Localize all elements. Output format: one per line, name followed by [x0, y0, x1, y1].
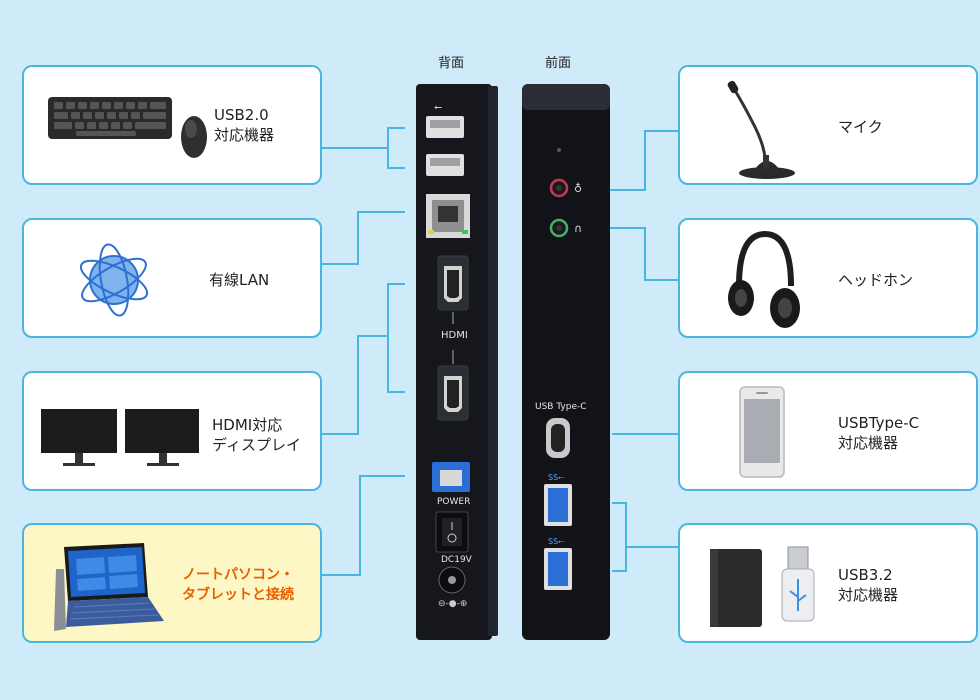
svg-text:SS⭠: SS⭠ [548, 473, 565, 482]
keyboard-mouse-icon [48, 97, 207, 158]
front-heading: 前面 [545, 56, 572, 71]
microphone-icon [727, 80, 795, 179]
svg-text:♁: ♁ [574, 182, 582, 195]
back-heading: 背面 [438, 56, 465, 71]
card-mic-label: マイク [838, 118, 883, 136]
laptop-tablet-icon [54, 543, 164, 631]
card-hdmi: HDMI対応 ディスプレイ [22, 371, 322, 491]
dock-front-panel: ♁ ∩ SS⭠ SS⭠ [522, 84, 610, 640]
card-typec-label: USBType-C 対応機器 [838, 414, 920, 452]
svg-text:⊖-●-⊕: ⊖-●-⊕ [438, 599, 467, 609]
card-hdmi-label: HDMI対応 ディスプレイ [212, 416, 301, 454]
card-lan: 有線LAN [22, 218, 322, 338]
usbc-port-label: USB Type-C [535, 402, 587, 412]
svg-text:⭠: ⭠ [434, 102, 442, 113]
card-usb2: USB2.0 対応機器 [22, 65, 322, 185]
card-usb32-label: USB3.2 対応機器 [838, 566, 899, 604]
smartphone-icon [739, 386, 785, 478]
card-headphones-label: ヘッドホン [838, 271, 914, 289]
hdmi-port-label: HDMI [441, 330, 468, 341]
headphones-icon [728, 230, 800, 328]
usb2-port-icons: ⭠ [426, 102, 464, 176]
svg-text:∩: ∩ [574, 222, 582, 235]
card-typec: USBType-C 対応機器 [678, 371, 978, 491]
card-headphones: ヘッドホン [678, 218, 978, 338]
card-lan-label: 有線LAN [209, 271, 270, 289]
card-usb2-label: USB2.0 対応機器 [214, 106, 275, 144]
dual-monitor-icon [41, 409, 199, 466]
card-laptop-label: ノートパソコン・ タブレットと接続 [182, 567, 294, 603]
svg-text:SS⭠: SS⭠ [548, 537, 565, 546]
card-usb32: USB3.2 対応機器 [678, 523, 978, 643]
dock-back-panel: ⭠ ⊖-●-⊕ [416, 84, 498, 640]
power-label: POWER [437, 497, 471, 507]
card-mic: マイク [678, 65, 978, 185]
hdd-usbstick-icon [710, 546, 815, 627]
card-laptop: ノートパソコン・ タブレットと接続 [22, 523, 322, 643]
network-globe-icon [79, 243, 149, 317]
dc-label: DC19V [441, 555, 472, 565]
